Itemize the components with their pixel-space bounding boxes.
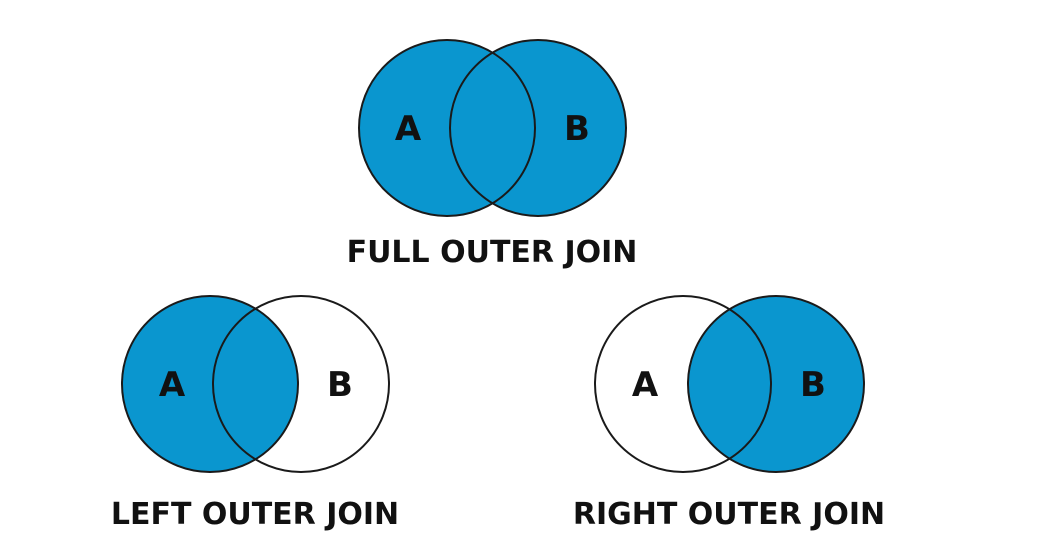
full-join-set-a-label: A [395, 109, 422, 149]
left-join-circle-a-outline [121, 295, 299, 473]
left-outer-join-diagram: A B LEFT OUTER JOIN [111, 295, 399, 532]
left-outer-join-title: LEFT OUTER JOIN [111, 497, 399, 532]
full-join-circle-b-fill [450, 40, 626, 216]
full-join-circle-b-outline [449, 39, 627, 217]
left-join-set-a-label: A [159, 365, 186, 405]
left-join-set-b-label: B [327, 365, 353, 405]
right-join-set-a-label: A [632, 365, 659, 405]
right-outer-join-diagram: A B RIGHT OUTER JOIN [573, 295, 885, 532]
left-join-circle-a-fill [122, 296, 298, 472]
right-join-set-b-label: B [800, 365, 826, 405]
right-join-circle-b-fill [688, 296, 864, 472]
right-join-circle-a-outline [594, 295, 772, 473]
right-outer-join-title: RIGHT OUTER JOIN [573, 497, 885, 532]
full-join-set-b-label: B [564, 109, 590, 149]
full-outer-join-title: FULL OUTER JOIN [347, 235, 638, 270]
full-join-circle-a-outline [358, 39, 536, 217]
right-join-circle-b-outline [687, 295, 865, 473]
left-join-circle-b-outline [212, 295, 390, 473]
full-outer-join-diagram: A B FULL OUTER JOIN [347, 39, 638, 270]
